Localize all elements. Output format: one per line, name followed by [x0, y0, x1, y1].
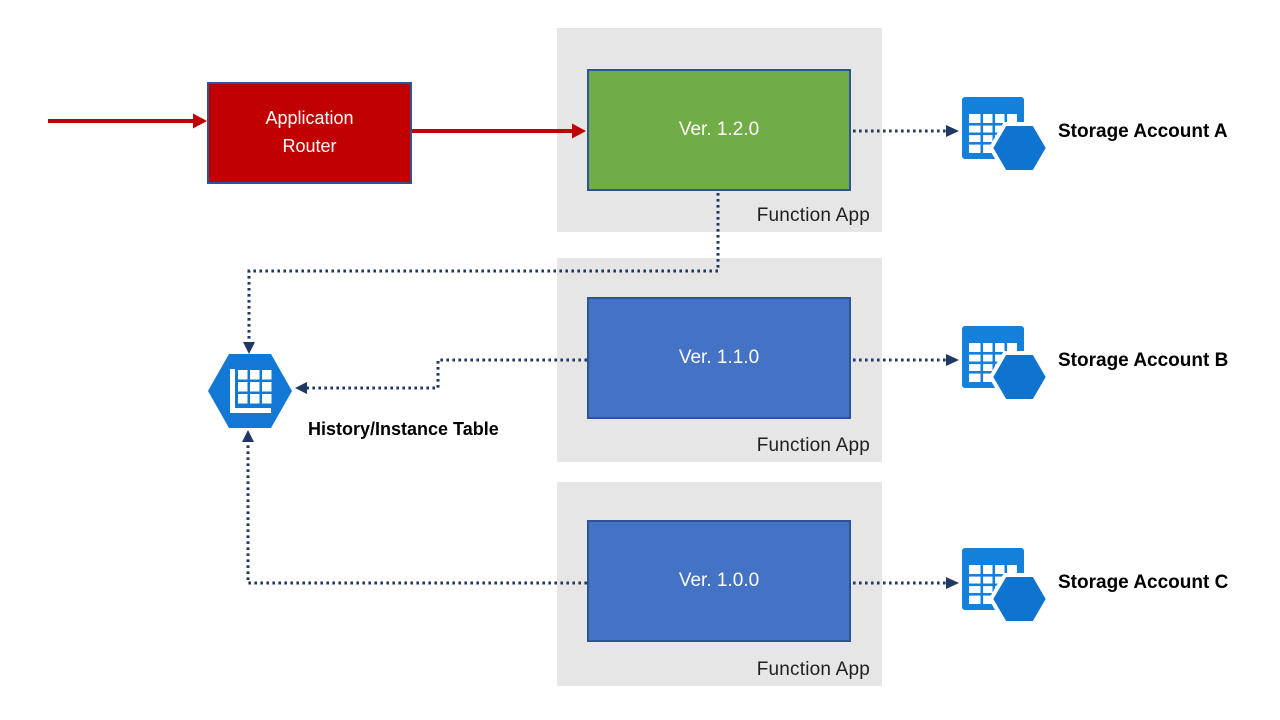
v100-to-history-connector: [242, 430, 587, 585]
history-table-label: History/Instance Table: [308, 419, 499, 439]
application-router-box: Application Router: [207, 82, 412, 184]
incoming-request-arrow: [48, 113, 207, 129]
table-hexagon-icon: [208, 354, 292, 428]
function-app-label: Function App: [756, 659, 870, 680]
function-app-label: Function App: [756, 205, 870, 226]
function-app-3-overlay: Ver. 1.0.0: [557, 482, 882, 686]
function-app-2-overlay: Ver. 1.1.0: [557, 258, 882, 462]
table-storage-icon: [961, 546, 1051, 628]
application-router-label: Application Router: [265, 108, 354, 156]
version-label: Ver. 1.0.0: [678, 570, 760, 591]
version-box-1-0-0: Ver. 1.0.0: [587, 520, 851, 642]
storage-account-b-label: Storage Account B: [1058, 350, 1229, 371]
version-box-1-2-0: Ver. 1.2.0: [587, 69, 851, 191]
function-app-1-overlay: Ver. 1.2.0: [557, 28, 882, 232]
version-label: Ver. 1.2.0: [678, 119, 760, 140]
table-storage-icon: [961, 324, 1051, 406]
table-storage-icon: [961, 95, 1051, 177]
function-app-label: Function App: [756, 435, 870, 456]
version-label: Ver. 1.1.0: [678, 347, 760, 368]
storage-account-c-label: Storage Account C: [1058, 572, 1229, 593]
storage-account-a-label: Storage Account A: [1058, 121, 1228, 142]
v110-to-history-connector: [295, 358, 587, 394]
version-box-1-1-0: Ver. 1.1.0: [587, 297, 851, 419]
